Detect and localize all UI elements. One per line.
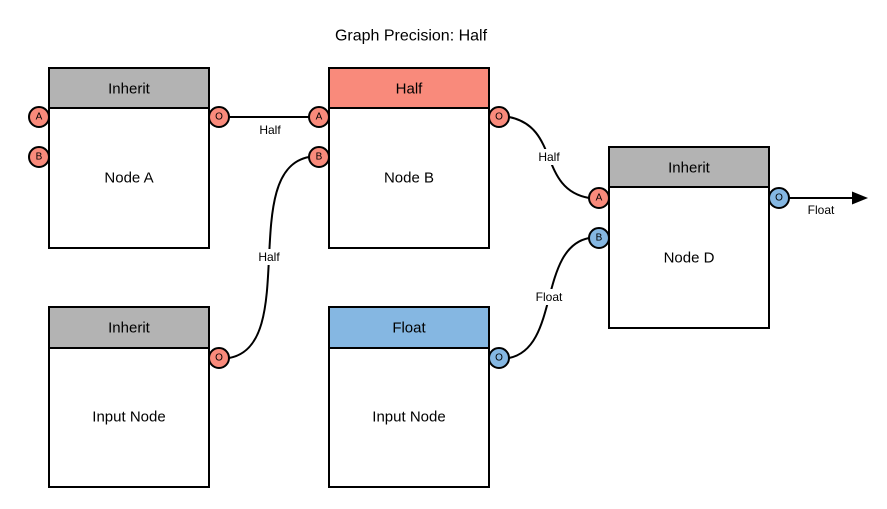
port-letter: O — [495, 112, 503, 123]
node-d-name-label: Node D — [664, 250, 715, 267]
node-b-header-label: Half — [396, 81, 424, 98]
arrowhead-icon — [852, 191, 868, 205]
edges-layer: Half Half Half Float Float — [228, 116, 868, 359]
port-letter: A — [36, 112, 43, 123]
node-d-port-b: B — [588, 227, 610, 249]
node-b: Half Node B A B O — [308, 67, 510, 249]
port-letter: A — [596, 193, 603, 204]
node-d-header-label: Inherit — [668, 160, 711, 177]
node-a-header — [48, 67, 210, 109]
node-d-header — [608, 146, 770, 188]
port-letter: O — [495, 353, 503, 364]
node-b-port-b: B — [308, 146, 330, 168]
edge-label-input-mid-to-d: Float — [536, 290, 563, 304]
diagram-title: Graph Precision: Half — [335, 28, 488, 45]
port-letter: O — [775, 193, 783, 204]
input-node-left: Inherit Input Node O — [48, 306, 230, 488]
input-node-mid-name-label: Input Node — [372, 409, 445, 426]
port-letter: O — [215, 112, 223, 123]
input-node-mid-header-label: Float — [392, 320, 426, 337]
node-a-port-a: A — [28, 106, 50, 128]
port-letter: O — [215, 353, 223, 364]
node-b-port-o: O — [488, 106, 510, 128]
input-node-left-port-o: O — [208, 347, 230, 369]
edge-label-b-to-d: Half — [538, 150, 560, 164]
edge-label-bg — [528, 289, 571, 305]
node-b-header — [328, 67, 490, 109]
edge-label-input-left-to-b: Half — [258, 250, 280, 264]
port-letter: B — [316, 152, 323, 163]
edge-label-d-output: Float — [808, 203, 835, 217]
input-node-left-header — [48, 306, 210, 349]
node-d-port-o: O — [768, 187, 790, 209]
node-d-port-a: A — [588, 187, 610, 209]
node-a-port-o: O — [208, 106, 230, 128]
node-a-name-label: Node A — [104, 170, 153, 187]
edge-label-bg — [531, 149, 568, 165]
node-a-port-b: B — [28, 146, 50, 168]
input-node-mid: Float Input Node O — [328, 306, 510, 488]
node-a-header-label: Inherit — [108, 81, 151, 98]
node-b-name-label: Node B — [384, 170, 434, 187]
input-node-mid-header — [328, 306, 490, 349]
edge-label-bg — [251, 249, 288, 265]
port-letter: B — [596, 233, 603, 244]
input-node-left-name-label: Input Node — [92, 409, 165, 426]
edge-label-a-to-b: Half — [259, 123, 281, 137]
input-node-mid-port-o: O — [488, 347, 510, 369]
port-letter: B — [36, 152, 43, 163]
node-d: Inherit Node D A B O — [588, 146, 790, 329]
port-letter: A — [316, 112, 323, 123]
node-b-port-a: A — [308, 106, 330, 128]
input-node-left-header-label: Inherit — [108, 320, 151, 337]
node-a: Inherit Node A A B O — [28, 67, 230, 249]
